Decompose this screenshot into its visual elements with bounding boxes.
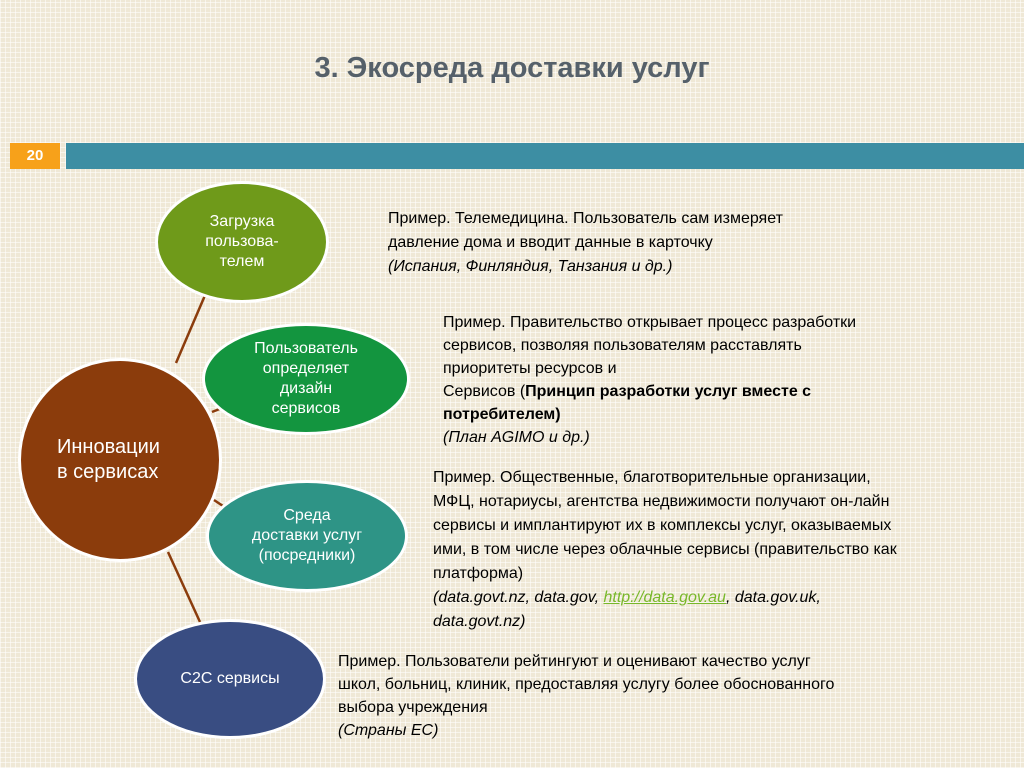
data-gov-au-link[interactable]: http://data.gov.au xyxy=(603,589,726,606)
inter-note: (data.govt.nz, data.gov, http://data.gov… xyxy=(433,586,1023,610)
inter-line-5: платформа) xyxy=(433,565,524,582)
design-line-2: определяет xyxy=(262,360,350,377)
inter-line-4: ими, в том числе через облачные сервисы … xyxy=(433,541,897,558)
slide-title: 3. Экосреда доставки услуг xyxy=(314,52,710,84)
telemed-line-1: Пример. Телемедицина. Пользователь сам и… xyxy=(388,210,783,227)
codesign-line-3: приоритеты ресурсов и xyxy=(443,360,617,377)
inter-line-1: Пример. Общественные, благотворительные … xyxy=(433,469,871,486)
inter-line-3: сервисы и имплантируют их в комплексы ус… xyxy=(433,517,892,534)
design-line-3: дизайн xyxy=(279,380,333,397)
slide-number: 20 xyxy=(10,143,60,169)
c2c-example: Пример. Пользователи рейтингуют и оценив… xyxy=(338,650,998,742)
innovation-line-2: в сервисах xyxy=(57,461,159,483)
innovation-line-1: Инновации xyxy=(57,436,160,458)
upload-line-2: пользова- xyxy=(205,233,279,250)
user-upload-circle: Загрузка пользова- телем xyxy=(155,181,329,303)
upload-line-1: Загрузка xyxy=(209,213,275,230)
inter-note-line-2: data.govt.nz) xyxy=(433,613,526,630)
codesign-prefix: Сервисов ( xyxy=(443,383,526,400)
inter-note-suffix: , data.gov.uk, xyxy=(725,589,821,606)
connector-upload xyxy=(174,292,208,364)
env-line-1: Среда xyxy=(283,507,331,524)
c2c-services-circle: С2С сервисы xyxy=(134,619,326,739)
c2c-text-line-1: Пример. Пользователи рейтингуют и оценив… xyxy=(338,653,811,670)
inter-line-2: МФЦ, нотариусы, агентства недвижимости п… xyxy=(433,493,890,510)
inter-note-prefix: (data.govt.nz, data.gov, xyxy=(433,589,604,606)
innovation-circle: Инновации в сервисах xyxy=(18,358,222,562)
c2c-text-line-3: выбора учреждения xyxy=(338,699,488,716)
connector-c2c xyxy=(166,551,202,623)
env-line-3: (посредники) xyxy=(258,547,356,564)
intermediaries-example: Пример. Общественные, благотворительные … xyxy=(433,466,1023,634)
upload-line-3: телем xyxy=(219,253,265,270)
codesign-principle: Принцип разработки услуг вместе с xyxy=(525,383,812,400)
c2c-note: (Страны ЕС) xyxy=(338,722,439,739)
design-line-4: сервисов xyxy=(271,400,341,417)
telemedicine-example: Пример. Телемедицина. Пользователь сам и… xyxy=(388,207,988,279)
codesign-line-2: сервисов, позволяя пользователям расстав… xyxy=(443,337,802,354)
design-line-1: Пользователь xyxy=(254,340,358,357)
telemed-line-2: давление дома и вводит данные в карточку xyxy=(388,234,713,251)
codesign-line-1: Пример. Правительство открывает процесс … xyxy=(443,314,857,331)
c2c-text-line-2: школ, больниц, клиник, предоставляя услу… xyxy=(338,676,835,693)
env-line-2: доставки услуг xyxy=(251,527,363,544)
header-bar xyxy=(66,143,1024,169)
codesign-note: (План AGIMO и др.) xyxy=(443,429,590,446)
codesign-principle-cont: потребителем) xyxy=(443,406,561,423)
user-design-circle: Пользователь определяет дизайн сервисов xyxy=(202,323,410,435)
codesign-line-4: Сервисов (Принцип разработки услуг вмест… xyxy=(443,380,983,403)
c2c-line-1: С2С сервисы xyxy=(180,670,280,687)
codesign-example: Пример. Правительство открывает процесс … xyxy=(443,311,983,449)
telemed-note: (Испания, Финляндия, Танзания и др.) xyxy=(388,258,673,275)
delivery-environment-circle: Среда доставки услуг (посредники) xyxy=(206,480,408,592)
